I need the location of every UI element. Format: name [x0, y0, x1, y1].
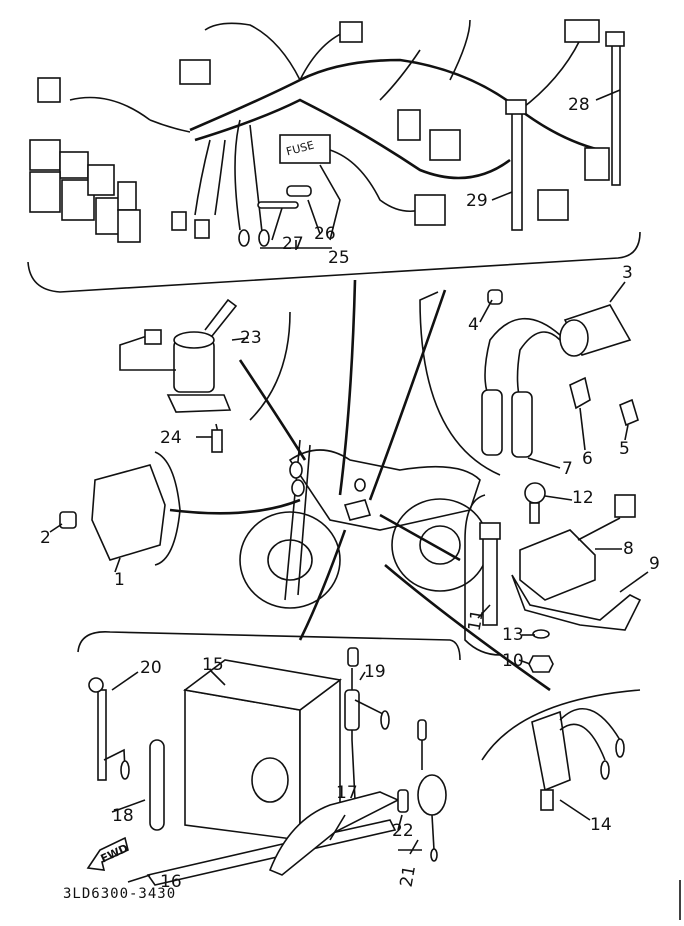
- callout-14: 14: [590, 815, 612, 835]
- rectifier-regulator: [479, 482, 642, 673]
- callout-28: 28: [568, 95, 590, 115]
- callout-2: 2: [40, 528, 51, 548]
- ignition-group-bracket: [249, 311, 291, 421]
- callout-26: 26: [314, 224, 336, 244]
- fuse-box: [279, 134, 331, 164]
- callout-21: 21: [396, 864, 421, 889]
- callout-20: 20: [140, 658, 162, 678]
- callout-9: 9: [649, 554, 660, 574]
- fwd-arrow-icon: [86, 836, 129, 871]
- harness-group-bracket: [27, 231, 641, 293]
- callout-11: 11: [464, 608, 489, 633]
- rectifier-group-bracket: [464, 494, 501, 656]
- callout-25: 25: [328, 248, 350, 268]
- callout-1: 1: [114, 570, 125, 590]
- coil-group-bracket: [419, 291, 501, 476]
- callout-7: 7: [562, 459, 573, 479]
- battery-group-bracket: [77, 631, 461, 661]
- callout-13: 13: [502, 625, 524, 645]
- ignition-coil: [481, 289, 639, 458]
- cable-tie-29: [511, 109, 523, 231]
- callout-17: 17: [336, 783, 358, 803]
- callout-19: 19: [364, 662, 386, 682]
- cdi-unit: [59, 464, 166, 561]
- cdi-group-bracket: [154, 451, 181, 566]
- callout-18: 18: [112, 806, 134, 826]
- callout-16: 16: [160, 872, 182, 892]
- callout-3: 3: [622, 263, 633, 283]
- wire-harness: [29, 19, 625, 247]
- starter-relay: [531, 708, 625, 811]
- callout-24: 24: [160, 428, 182, 448]
- callout-8: 8: [623, 539, 634, 559]
- callout-4: 4: [468, 315, 479, 335]
- callout-27: 27: [282, 234, 304, 254]
- part-code: 3LD6300-3430: [63, 886, 177, 902]
- callout-29: 29: [466, 191, 488, 211]
- motorcycle-outline: [239, 439, 489, 609]
- callout-12: 12: [572, 488, 594, 508]
- callout-22: 22: [392, 821, 414, 841]
- callout-23: 23: [240, 328, 262, 348]
- relay-group-bracket: [481, 689, 641, 761]
- main-switch: [119, 298, 238, 453]
- callout-6: 6: [582, 449, 593, 469]
- battery: [88, 647, 447, 886]
- cable-tie-28: [611, 39, 621, 186]
- callout-5: 5: [619, 439, 630, 459]
- callout-10: 10: [502, 651, 524, 671]
- callout-15: 15: [202, 655, 224, 675]
